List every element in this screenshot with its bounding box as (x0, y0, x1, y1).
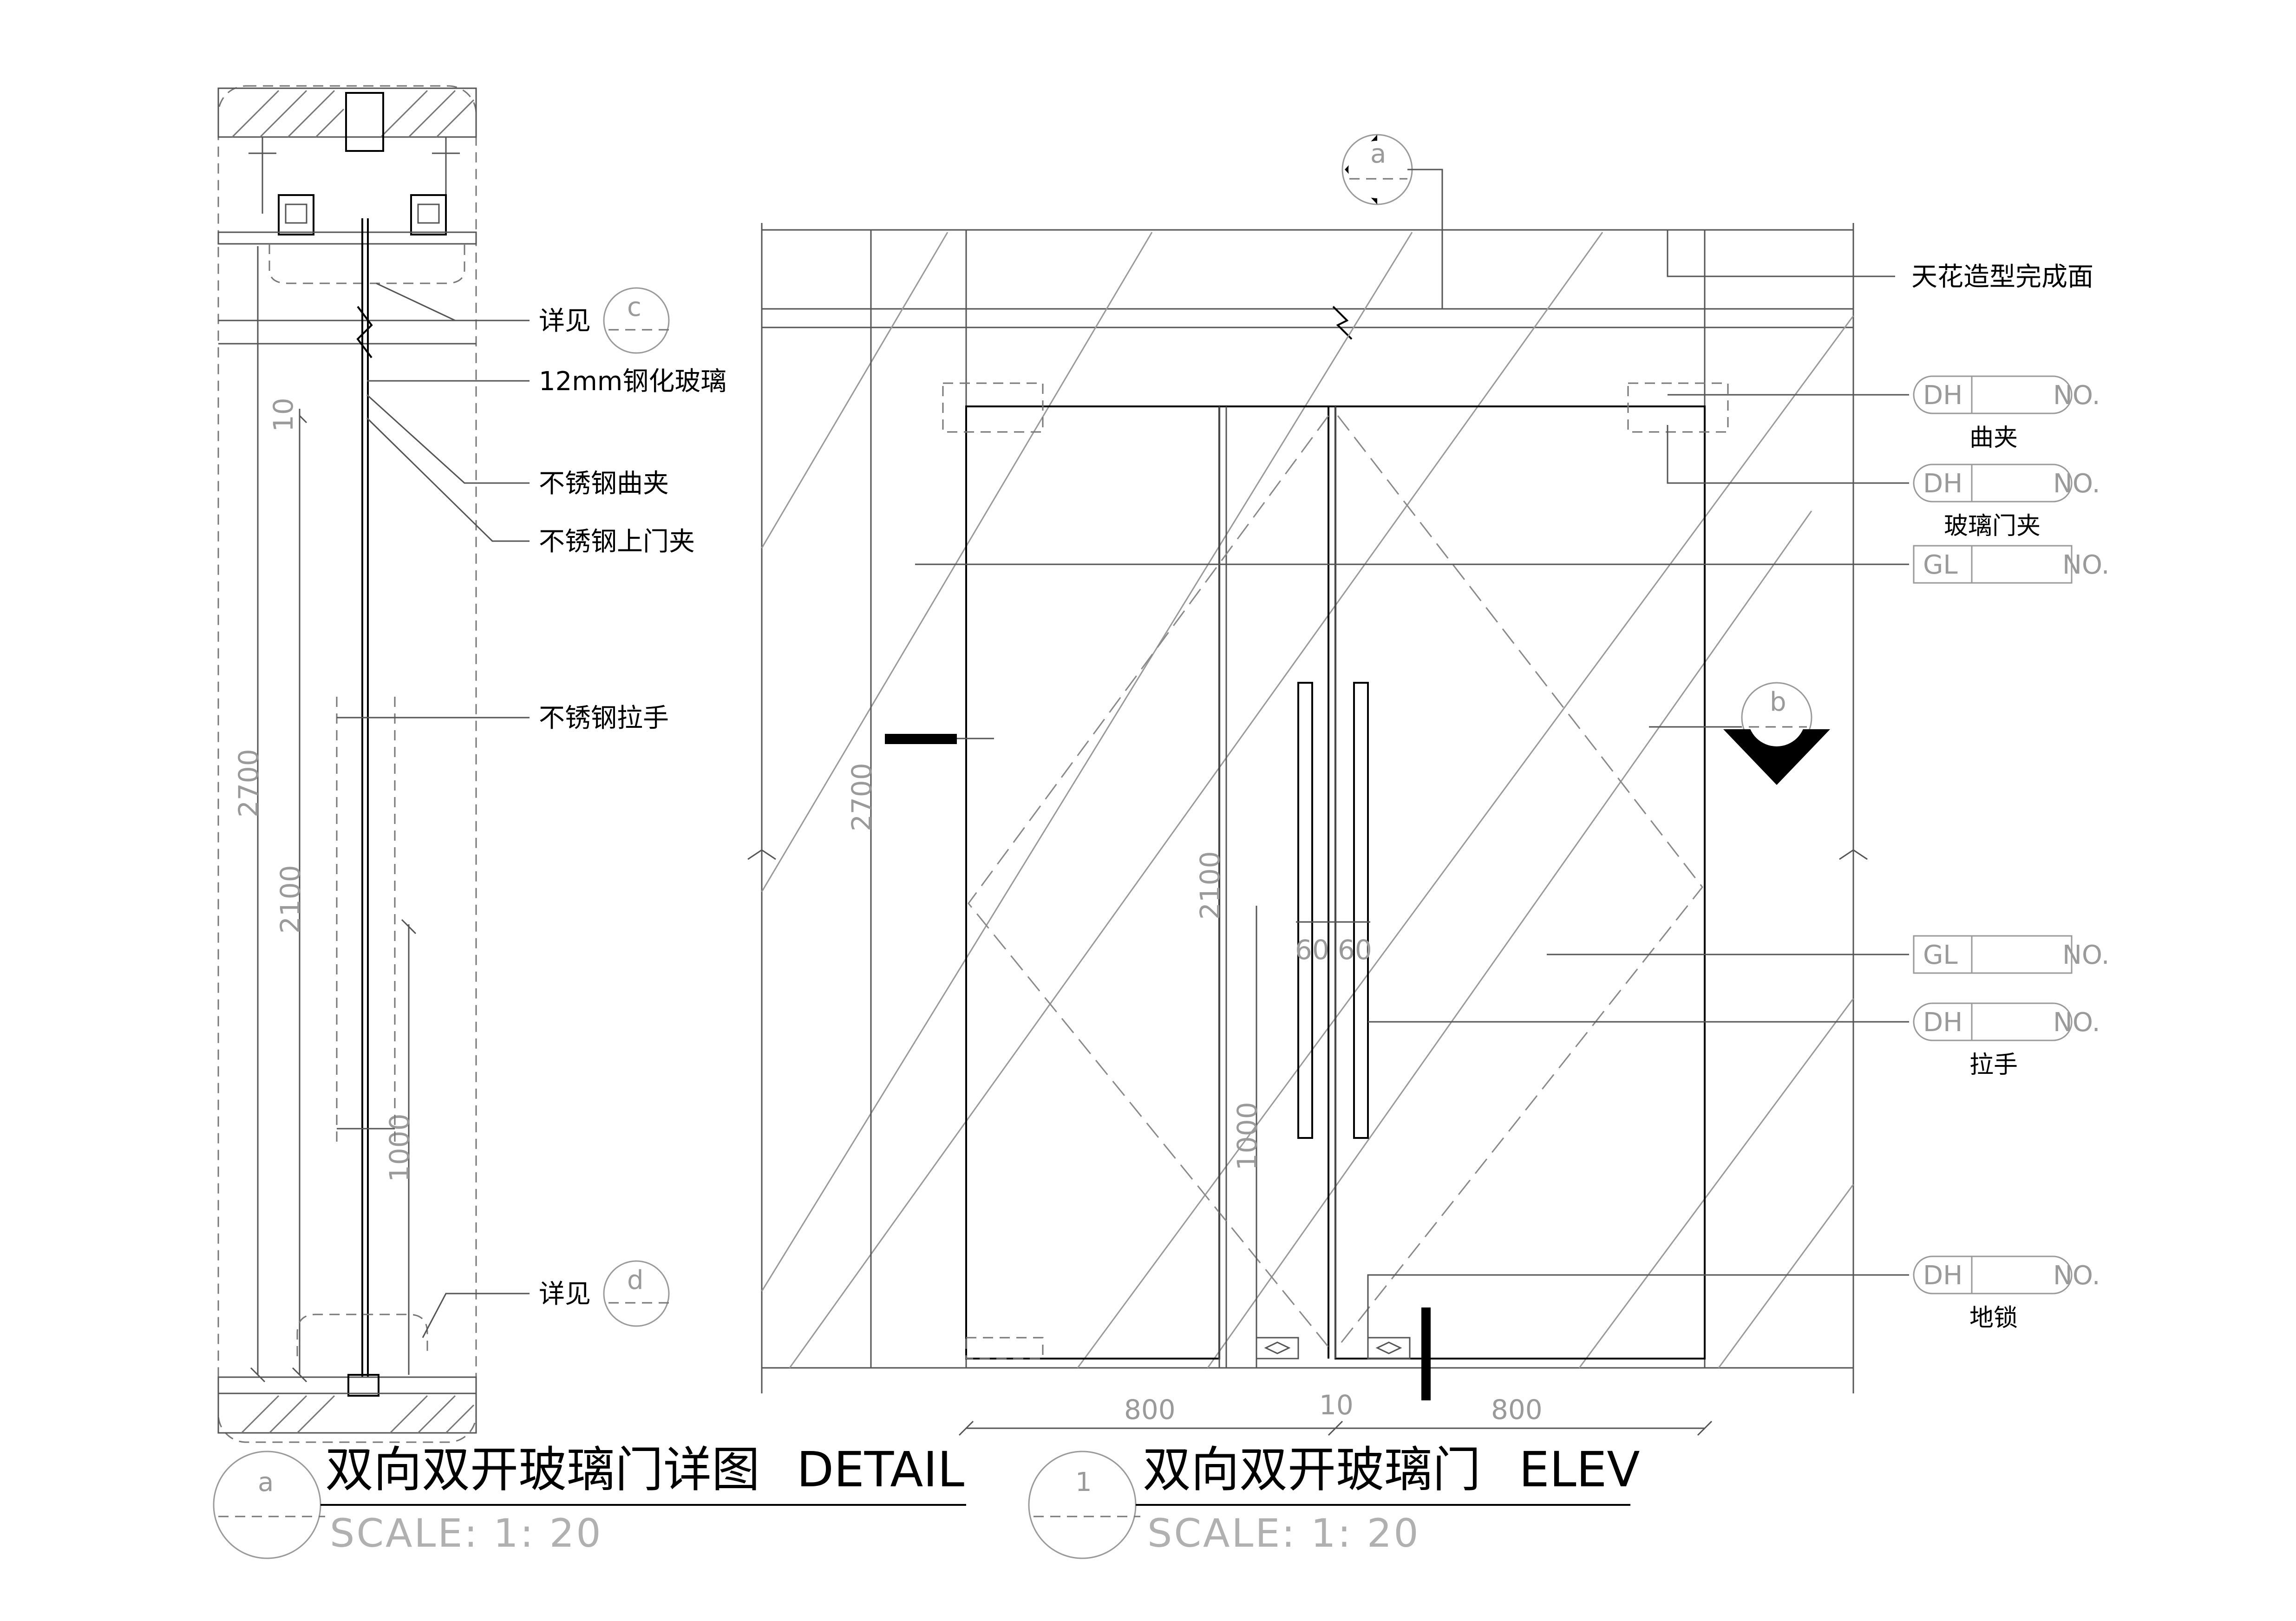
dim-1000: 1000 (384, 1113, 415, 1182)
tag-code: GL (1923, 550, 1958, 580)
tag-code: GL (1923, 940, 1958, 970)
detail-title-english: DETAIL (797, 1441, 964, 1498)
section-cut-mark (885, 734, 957, 744)
floor-lock-left (1256, 1337, 1299, 1360)
label-top-clamp: 不锈钢上门夹 (539, 527, 695, 557)
elev-dim-10: 10 (1319, 1389, 1354, 1421)
top-clamp-right (1627, 382, 1729, 433)
detail-boundary (217, 85, 477, 1443)
dim-2100: 2100 (275, 865, 306, 934)
tag-name: 拉手 (1969, 1051, 2018, 1079)
leader-top-clamp (366, 417, 530, 542)
tag-code: DH (1923, 1007, 1962, 1038)
swing-left (968, 415, 1329, 1347)
label-handle: 不锈钢拉手 (539, 703, 669, 733)
tag-code: DH (1923, 1261, 1962, 1291)
top-clamp-left (942, 382, 1044, 433)
ceiling-hatch (231, 90, 475, 138)
ceiling-finish (217, 231, 477, 245)
leader-see-d (422, 1293, 530, 1338)
elev-dim-800a: 800 (1124, 1394, 1176, 1425)
tag-no: NO. (2053, 1007, 2100, 1038)
elev-dim-2100: 2100 (1194, 851, 1226, 920)
tag-no: NO. (2053, 1261, 2100, 1291)
dim-2700: 2700 (233, 749, 264, 817)
tag-name: 玻璃门夹 (1944, 512, 2041, 540)
elev-title-english: ELEV (1519, 1441, 1640, 1498)
elev-dim-60b: 60 (1338, 934, 1372, 966)
detail-d-cloud (296, 1314, 428, 1356)
section-a-letter: a (1370, 139, 1386, 169)
bubble-c-letter: c (627, 292, 641, 322)
glass-hatching (761, 232, 1854, 1368)
tag-dh-4: DH NO. 地锁 (1913, 1255, 2100, 1332)
elev-dim-60a: 60 (1295, 934, 1329, 966)
label-see-c: 详见 (539, 306, 591, 336)
label-glass: 12mm钢化玻璃 (539, 366, 726, 397)
title-bubble-1-number: 1 (1075, 1467, 1092, 1497)
section-b-letter: b (1770, 687, 1786, 717)
leader-ceiling (1667, 230, 1895, 277)
ceiling-slab (217, 87, 477, 138)
elev-scale: SCALE: 1: 20 (1147, 1510, 1420, 1556)
tag-dh-1: DH NO. 曲夹 (1913, 375, 2100, 452)
handle-right (1353, 682, 1369, 1139)
clamp-left (278, 194, 314, 235)
elev-dim-2700: 2700 (846, 763, 877, 831)
tag-gl-1: GL NO. (1913, 545, 2110, 584)
elev-dim-800b: 800 (1491, 1394, 1543, 1425)
title-bubble-a-letter: a (258, 1467, 274, 1497)
section-b-arrow (1723, 729, 1830, 785)
elev-dim-1000: 1000 (1231, 1102, 1263, 1170)
label-ceiling: 天花造型完成面 (1911, 262, 2093, 292)
floor-slab (217, 1376, 477, 1434)
handle-left (1297, 682, 1313, 1139)
tag-gl-2: GL NO. (1913, 935, 2110, 974)
floor-lock-right (1367, 1337, 1411, 1360)
door-leaf-left (965, 405, 1220, 1360)
tag-dh-3: DH NO. 拉手 (1913, 1002, 2100, 1079)
tag-dh-2: DH NO. 玻璃门夹 (1913, 464, 2100, 540)
label-curve-clamp: 不锈钢曲夹 (539, 469, 669, 499)
leader-see-c (376, 282, 530, 321)
elevation: 2700 2100 1000 60 60 800 10 800 a b 天花造型… (747, 134, 2110, 1559)
bubble-c (603, 287, 670, 354)
swing-right (1337, 415, 1703, 1347)
tag-no: NO. (2053, 469, 2100, 499)
bubble-d-letter: d (627, 1265, 644, 1295)
clamp-right (410, 194, 447, 235)
tag-no: NO. (2062, 550, 2110, 580)
bottom-cut-mark (1421, 1307, 1431, 1400)
detail-title: 双向双开玻璃门详图 (325, 1441, 760, 1498)
tag-name: 地锁 (1969, 1304, 2018, 1332)
tag-name: 曲夹 (1969, 424, 2018, 452)
elev-break-top (1332, 306, 1353, 340)
tag-no: NO. (2053, 380, 2100, 411)
detail-scale: SCALE: 1: 20 (330, 1510, 603, 1556)
detail-section: 2700 2100 10 1000 详见 c 12mm钢化玻璃 不锈 (213, 85, 966, 1559)
tag-no: NO. (2062, 940, 2110, 970)
elev-title: 双向双开玻璃门 (1143, 1441, 1481, 1498)
floor-hatch (241, 1395, 475, 1434)
leader-curve-clamp (366, 394, 530, 484)
floor-pivot (347, 1374, 379, 1397)
break-symbol (356, 306, 373, 359)
tag-code: DH (1923, 380, 1962, 411)
top-anchor (345, 92, 384, 152)
label-see-d: 详见 (539, 1279, 591, 1309)
bubble-d (603, 1260, 670, 1327)
tag-code: DH (1923, 469, 1962, 499)
dim-10: 10 (268, 398, 299, 432)
door-leaf-right (1334, 405, 1706, 1360)
